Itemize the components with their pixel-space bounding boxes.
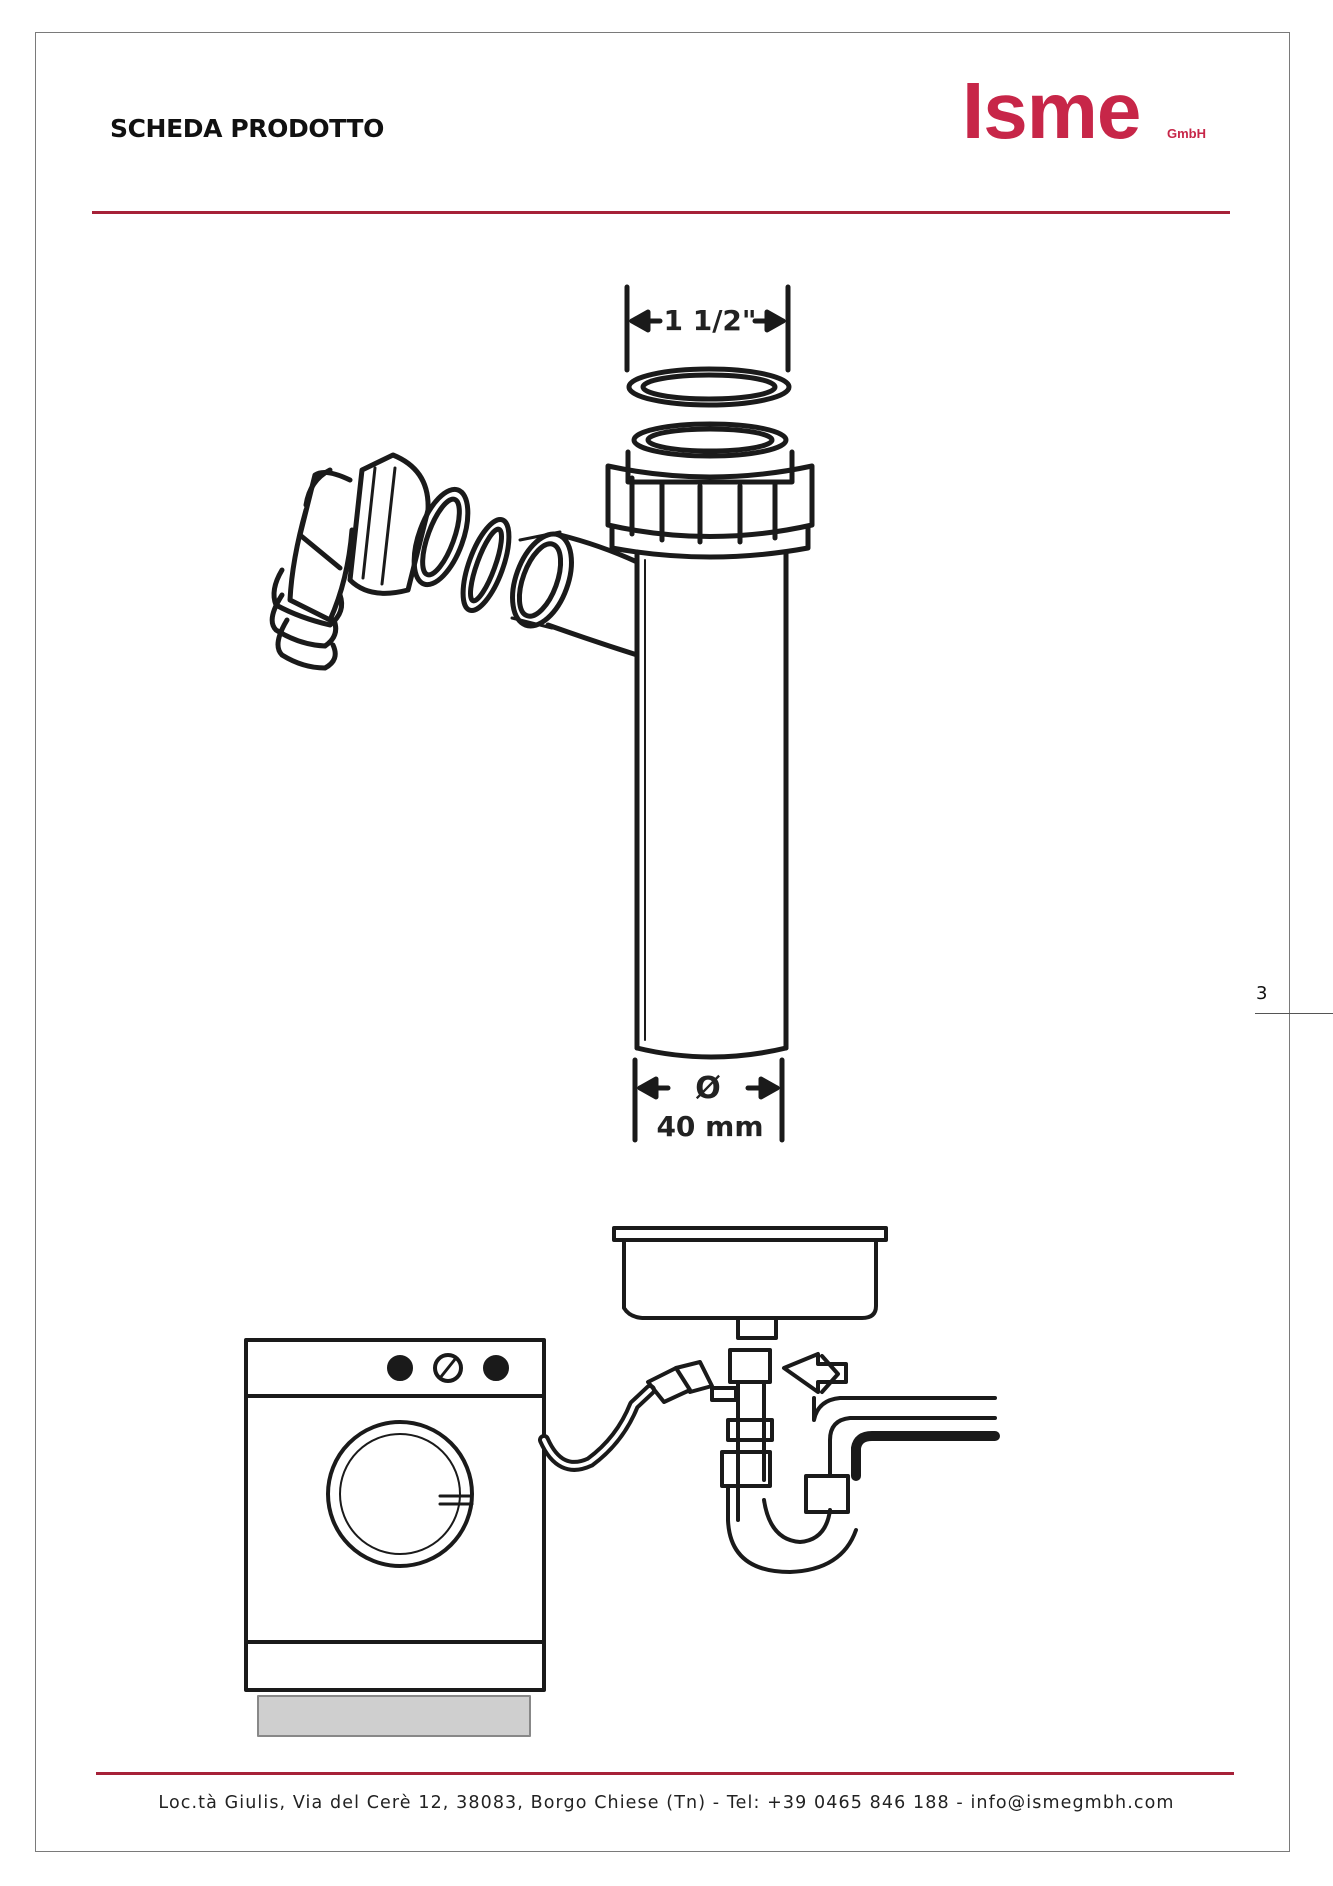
bottom-dimension-value: 40 mm: [656, 1110, 763, 1143]
main-tube: [634, 549, 789, 1060]
bottom-dimension-symbol: Ø: [695, 1071, 721, 1106]
page-number-underline: [1255, 1013, 1333, 1014]
trap-elbow-connector: [646, 1360, 738, 1404]
side-branch: [510, 530, 640, 658]
page-number: 3: [1256, 983, 1268, 1004]
bottom-dimension-marker: [632, 1057, 785, 1143]
top-dimension-marker: [624, 284, 791, 373]
elbow-connector: [269, 452, 471, 671]
top-washer: [626, 366, 792, 408]
logo-wordmark: Isme: [962, 66, 1141, 155]
header-divider: [92, 211, 1230, 214]
footer-contact: Loc.tà Giulis, Via del Cerè 12, 38083, B…: [158, 1793, 1175, 1813]
top-dimension-label: 1 1/2": [663, 304, 756, 337]
page-frame: [35, 32, 1290, 1852]
sink: [612, 1226, 888, 1340]
washing-machine: [244, 1338, 546, 1737]
side-washer: [460, 517, 512, 613]
drain-hose: [538, 1384, 656, 1472]
footer-divider: [96, 1772, 1234, 1775]
logo-suffix: GmbH: [1167, 126, 1206, 141]
page-title: SCHEDA PRODOTTO: [110, 114, 384, 143]
top-collar-nut: [605, 421, 815, 560]
flow-arrow: [782, 1352, 848, 1394]
sink-trap: [720, 1348, 1000, 1574]
